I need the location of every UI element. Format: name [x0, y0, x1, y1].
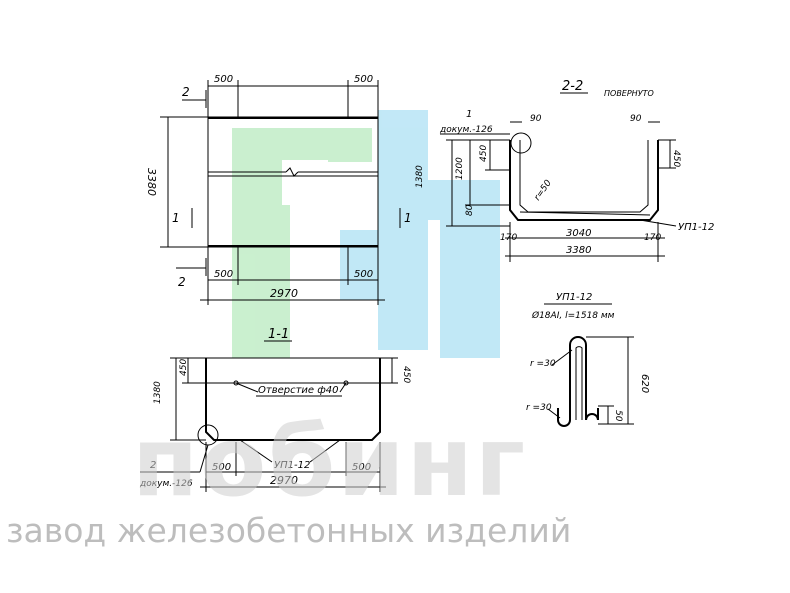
s11-hole-label: Отверстие ф40 — [258, 385, 339, 396]
plan-height-total: 3380 — [145, 168, 158, 196]
s11-dim-1380: 1380 — [153, 381, 163, 404]
s11-dim-500-left: 500 — [212, 462, 231, 473]
detail-dim-50: 50 — [613, 410, 623, 422]
detail-r-bottom: r =30 — [526, 403, 552, 413]
plan-dim-top-right: 500 — [354, 74, 373, 85]
s22-dim-1200: 1200 — [455, 157, 465, 180]
s22-dim-170-left: 170 — [500, 233, 517, 243]
detail-spec: Ø18АI, l=1518 мм — [531, 310, 615, 321]
cut-right-label: 1 — [404, 211, 412, 225]
s22-dim-450-left: 450 — [479, 145, 489, 162]
section-2-2-note: ПОВЕРНУТО — [604, 89, 654, 98]
section-2-2-title: 2-2 — [562, 79, 583, 94]
s22-dim-90-left: 90 — [530, 114, 542, 124]
detail-r-top: r =30 — [530, 359, 556, 369]
watermark-logo — [232, 110, 500, 358]
plan-width-total: 2970 — [270, 287, 298, 300]
watermark-logo-text: побинг — [132, 406, 527, 518]
watermark-subtitle: завод железобетонных изделий — [6, 511, 571, 550]
detail-dim-620: 620 — [639, 374, 650, 393]
s22-dim-90-right: 90 — [630, 114, 642, 124]
s22-dim-450-right: 450 — [671, 150, 681, 167]
cut-top-label: 2 — [182, 85, 190, 99]
s11-callout-doc: докум.-126 — [139, 479, 193, 489]
s11-dim-500-right: 500 — [352, 462, 371, 473]
s11-bar-label: УП1-12 — [274, 460, 310, 471]
plan-dim-bottom-left: 500 — [214, 269, 233, 280]
s22-radius: r=50 — [533, 178, 554, 203]
s22-callout-num: 1 — [466, 109, 472, 120]
plan-dim-bottom-right: 500 — [354, 269, 373, 280]
s11-callout-num: 2 — [150, 460, 156, 471]
section-1-1-title: 1-1 — [268, 327, 289, 342]
plan-dim-top-left: 500 — [214, 74, 233, 85]
section-2-2: 2-2 ПОВЕРНУТО 1 докум.-126 90 90 1380 12… — [415, 79, 714, 262]
detail-title: УП1-12 — [556, 292, 592, 303]
cut-left-label: 1 — [172, 211, 180, 225]
s22-dim-1380: 1380 — [415, 165, 425, 188]
s22-dim-3040: 3040 — [566, 228, 591, 239]
s11-dim-450-right: 450 — [401, 366, 411, 383]
s22-bar-label: УП1-12 — [678, 222, 714, 233]
s11-dim-450-left: 450 — [179, 359, 189, 376]
detail-up1-12: УП1-12 Ø18АI, l=1518 мм r =30 r =30 620 … — [526, 292, 650, 427]
s11-width-total: 2970 — [270, 474, 298, 487]
s22-callout-doc: докум.-126 — [439, 125, 493, 135]
s22-dim-80: 80 — [465, 204, 475, 216]
section-1-1: 1-1 2 докум.-126 1380 450 450 Отверстие … — [139, 327, 411, 492]
cut-bottom-label: 2 — [178, 275, 186, 289]
s22-dim-3380: 3380 — [566, 245, 591, 256]
s22-dim-170-right: 170 — [644, 233, 661, 243]
plan-view: 500 500 500 500 2970 3380 2 2 1 1 — [145, 74, 412, 305]
